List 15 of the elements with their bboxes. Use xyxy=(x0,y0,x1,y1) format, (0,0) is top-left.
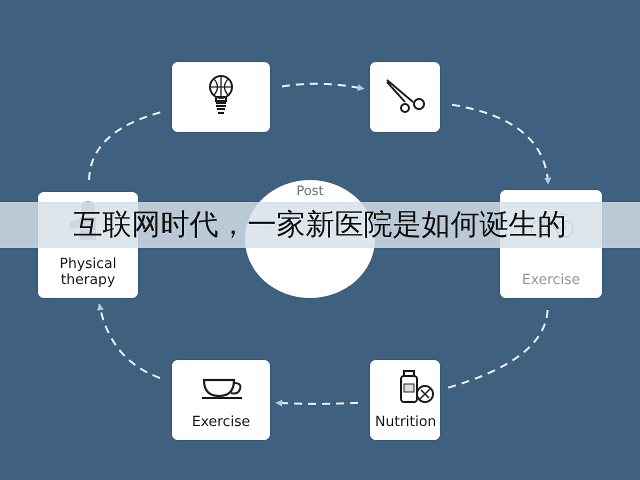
dashed-arrow xyxy=(282,82,365,92)
dashed-arrow xyxy=(275,400,358,407)
step-label: Exercise xyxy=(522,272,580,288)
dashed-connector xyxy=(446,310,549,390)
step-label: Post xyxy=(296,185,324,200)
step-label: Nutrition xyxy=(375,414,435,430)
title-banner: 互联网时代，一家新医院是如何诞生的 xyxy=(0,202,640,248)
step-label: Physical therapy xyxy=(58,257,118,288)
dashed-arrow xyxy=(97,303,160,379)
dashed-arrow xyxy=(452,104,551,185)
step-label: Exercise xyxy=(192,414,250,430)
step-card xyxy=(172,360,270,440)
step-card xyxy=(370,360,440,440)
icon-card xyxy=(370,62,440,132)
icon-card xyxy=(172,62,270,132)
